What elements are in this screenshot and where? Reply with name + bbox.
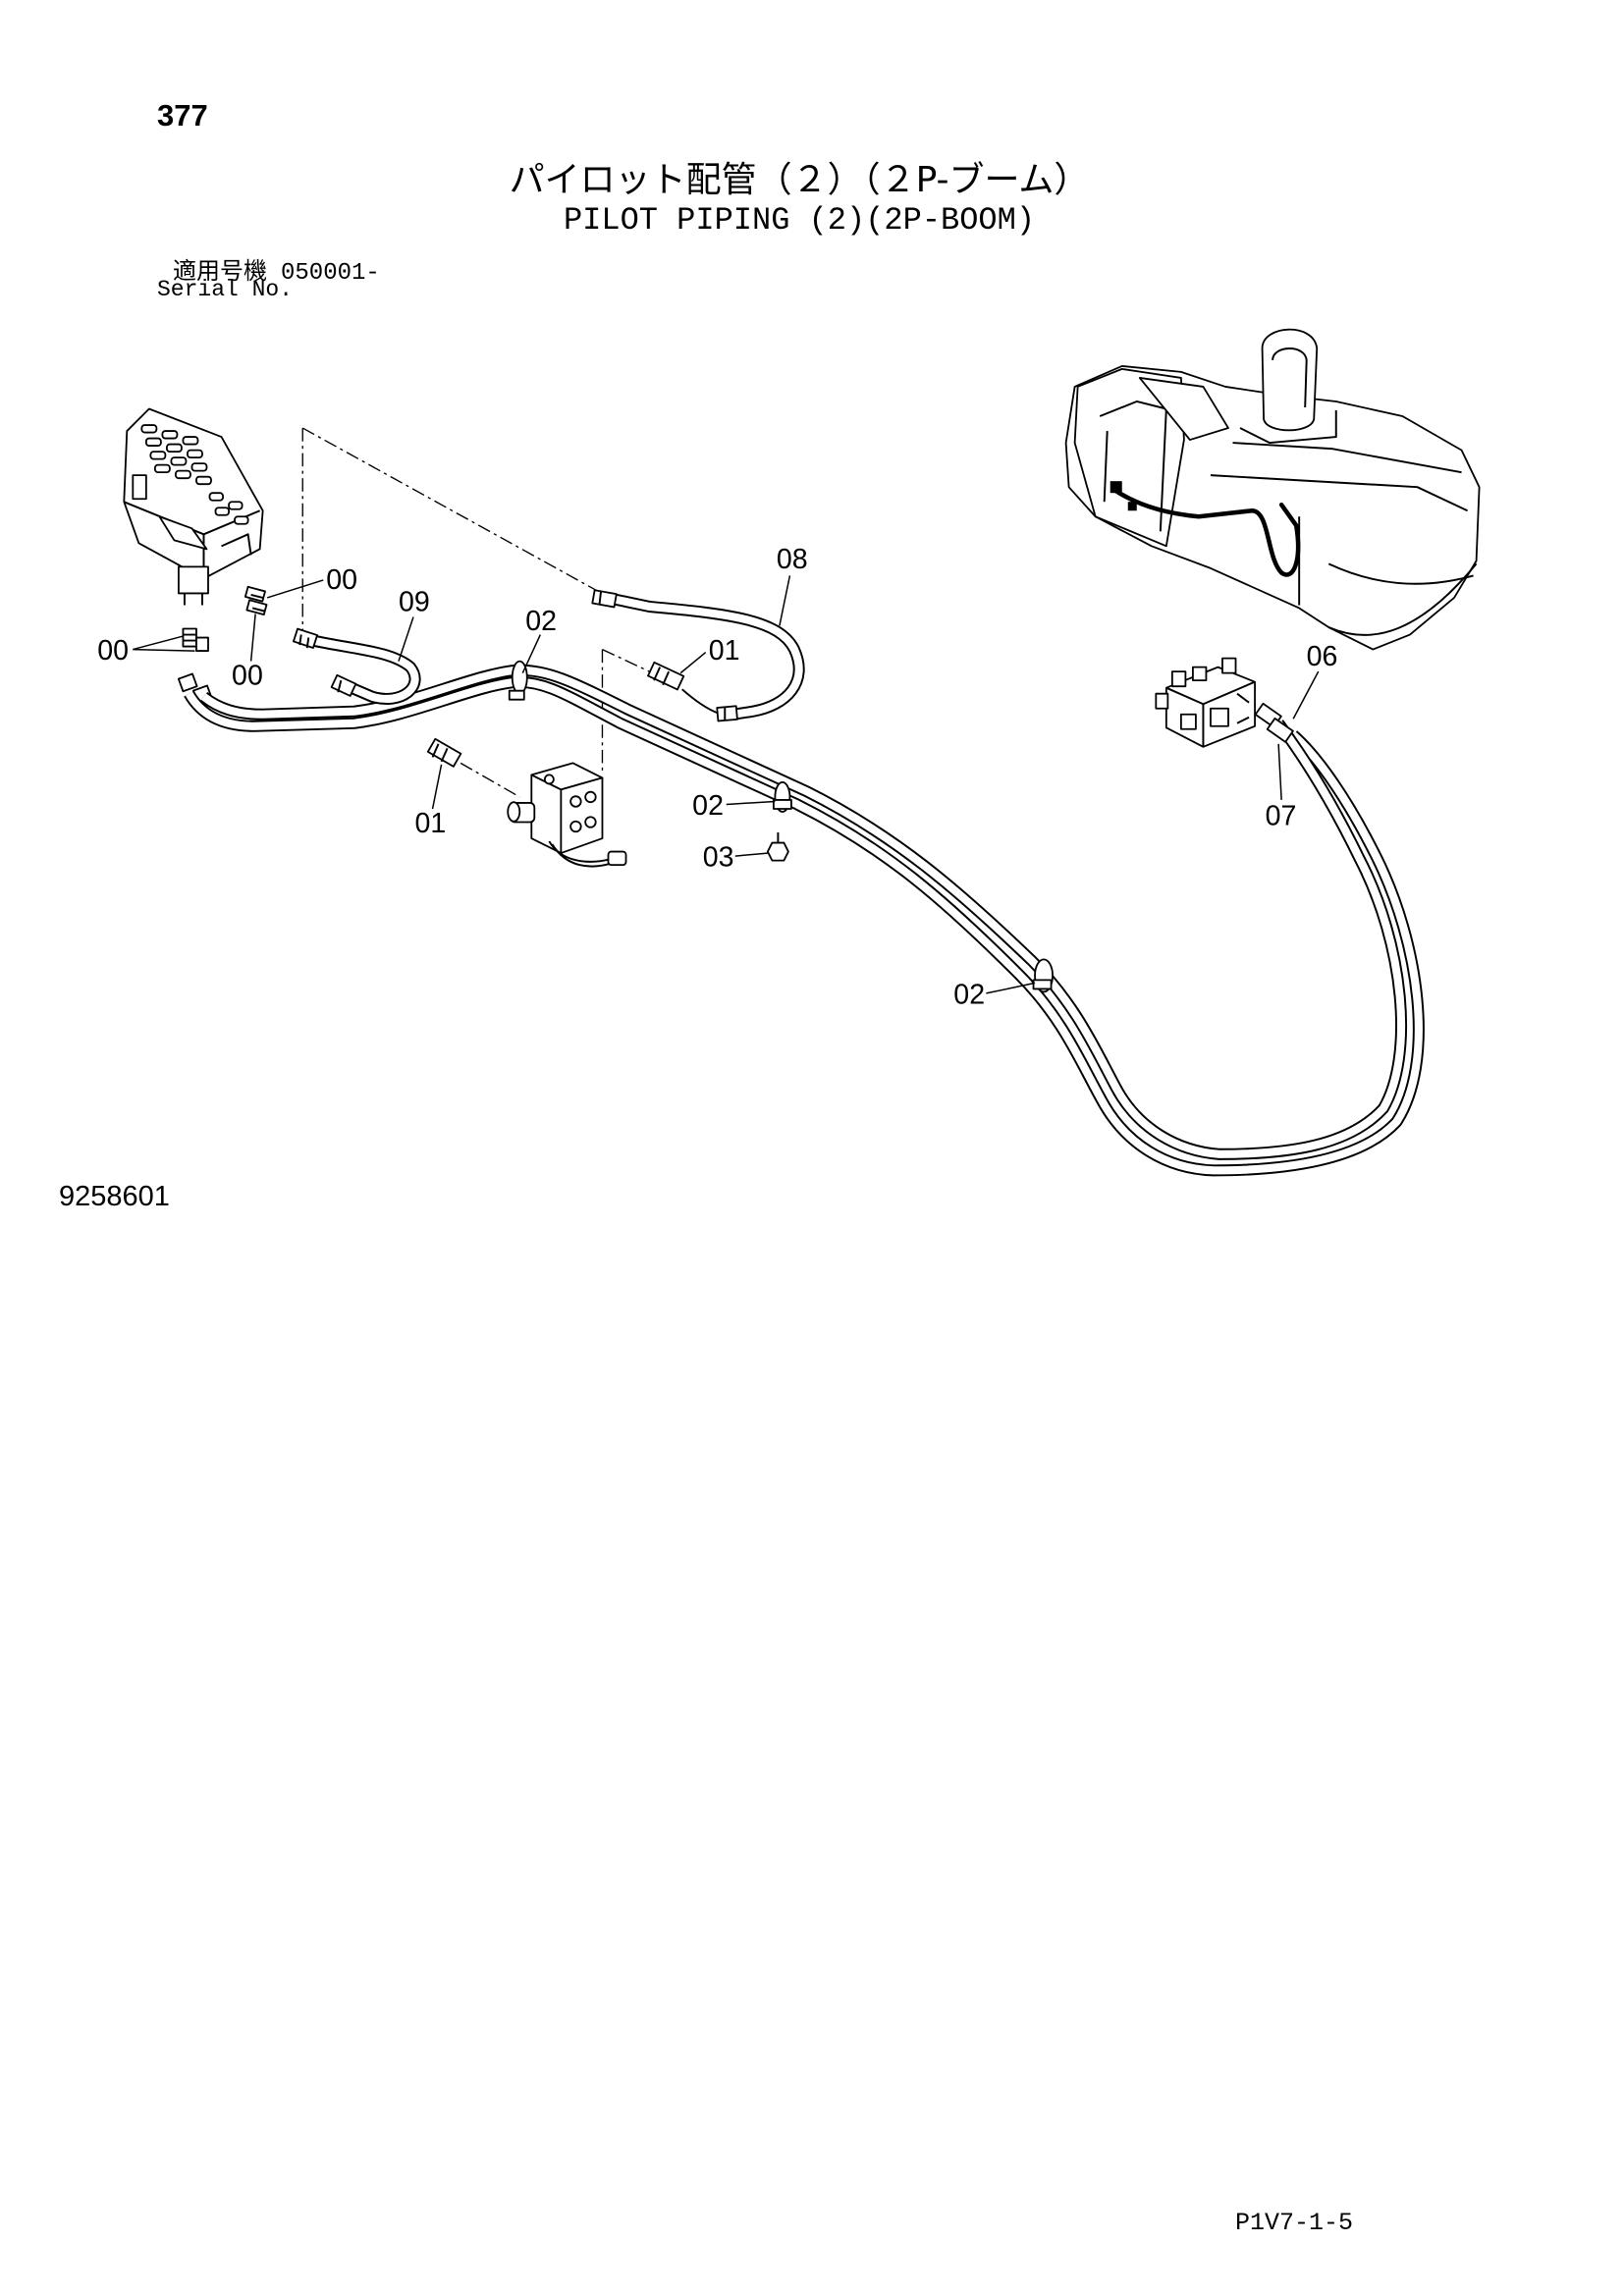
callout-01-upper: 01 (709, 635, 740, 667)
hose-08 (591, 589, 805, 722)
pilot-valve (1155, 657, 1294, 748)
callout-01-lower: 01 (415, 808, 447, 839)
callout-07: 07 (1266, 801, 1297, 832)
serial-row-japanese: 適用号機 050001- (173, 251, 380, 287)
callout-00-upper: 00 (326, 564, 357, 596)
callout-03: 03 (703, 842, 734, 874)
pedal-assembly (123, 407, 264, 606)
fittings-00-left (177, 627, 213, 705)
pedal-key-grid (140, 424, 249, 525)
callout-00-left: 00 (97, 635, 129, 667)
fittings-00-upper (244, 585, 268, 616)
callout-02-upper: 02 (525, 606, 557, 637)
clamp-02-lower (1032, 958, 1054, 993)
serial-label-japanese: 適用号機 (173, 257, 267, 285)
page-code: P1V7-1-5 (1235, 2209, 1354, 2237)
callout-00-lower: 00 (232, 661, 263, 692)
clamp-02-middle (772, 781, 792, 813)
callout-06: 06 (1307, 641, 1338, 672)
title-japanese: パイロット配管（２）（２P-ブーム） (509, 160, 1090, 200)
fitting-01-lower (426, 737, 462, 768)
callout-09: 09 (399, 586, 430, 617)
page-number: 377 (157, 98, 208, 133)
title-english: PILOT PIPING (2)(2P-BOOM) (563, 202, 1036, 239)
bolt-03 (766, 832, 789, 862)
drawing-number: 9258601 (59, 1181, 170, 1212)
fitting-01-upper (647, 661, 719, 715)
assembly-dash-lines (301, 427, 653, 798)
callout-labels: 00 09 02 08 01 00 00 06 02 07 01 03 02 (97, 544, 1337, 1011)
callout-02-middle: 02 (692, 790, 724, 822)
excavator-overview (1064, 328, 1481, 651)
callout-08: 08 (777, 544, 808, 575)
hose-09 (293, 627, 421, 705)
leader-lines (133, 575, 1320, 994)
main-hose-pair (184, 664, 1425, 1177)
serial-number-value: 050001- (281, 260, 380, 287)
callout-02-lower: 02 (953, 979, 985, 1010)
clamp-02-upper (508, 660, 528, 701)
solenoid-valve-block (507, 762, 627, 868)
serial-label-english: Serial No. (157, 277, 294, 302)
